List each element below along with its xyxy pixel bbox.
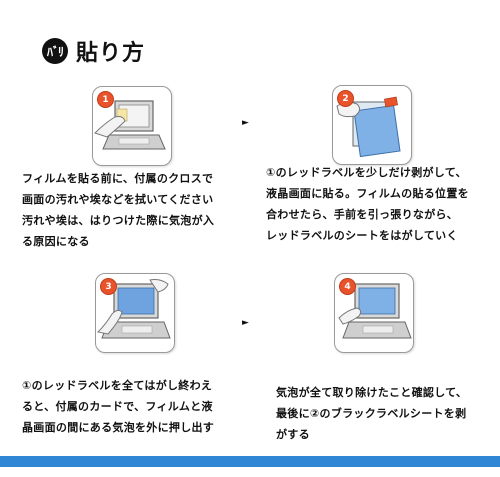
arrow-right-icon: ► <box>242 318 249 328</box>
step-4-text: 気泡が全て取り除けたこと確認して、 最後に②のブラックラベルシートを剥 がする <box>276 386 468 441</box>
laptop-card-icon <box>96 279 171 339</box>
step-2-text: ①のレッドラベルを少しだけ剥がして、 液晶画面に貼る。フィルムの貼る位置を 合わ… <box>266 166 469 242</box>
step-number-badge: 3 <box>100 278 117 295</box>
arrow-right-icon: ► <box>242 118 249 128</box>
laptop-wipe-icon <box>94 100 166 150</box>
section-header: ﾊﾞﾘ 貼り方 <box>42 36 145 66</box>
step-number-badge: 2 <box>337 90 354 107</box>
footer-accent-bar <box>0 456 500 467</box>
step-3-illustration: 3 <box>95 273 175 353</box>
step-2-illustration: 2 <box>332 85 412 165</box>
step-1-text: フィルムを貼る前に、付属のクロスで 画面の汚れや埃などを拭いてください 汚れや埃… <box>22 172 215 248</box>
step-4-illustration: 4 <box>334 273 414 353</box>
apply-icon: ﾊﾞﾘ <box>42 38 68 64</box>
laptop-finish-icon <box>338 283 412 339</box>
step-3-text: ①のレッドラベルを全てはがし終わえ ると、付属のカードで、フィルムと液 晶画面の… <box>22 379 215 434</box>
step-number-badge: 1 <box>97 91 114 108</box>
step-1-illustration: 1 <box>92 86 172 166</box>
step-number-badge: 4 <box>339 278 356 295</box>
section-title: 貼り方 <box>76 41 146 66</box>
